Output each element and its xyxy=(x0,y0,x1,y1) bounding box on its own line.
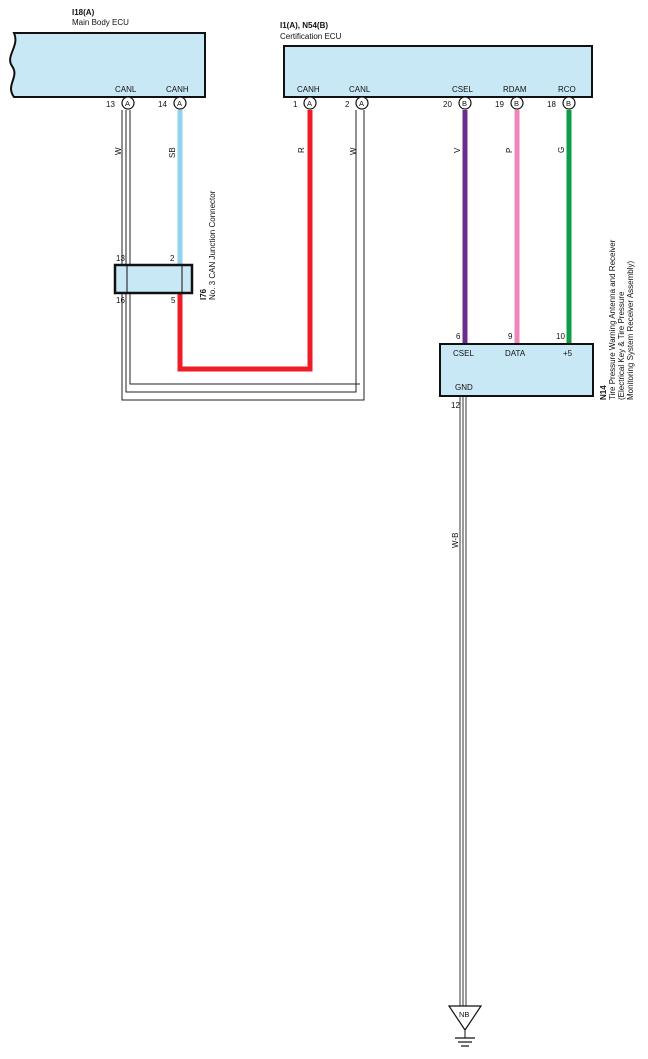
cert-rco-label: RCO xyxy=(558,85,576,94)
ground-triangle-icon xyxy=(447,1005,483,1032)
wire-canl-outer xyxy=(121,110,365,401)
receiver-code: N14 xyxy=(599,385,608,400)
pin-number: 1 xyxy=(293,100,298,109)
wire-label: P xyxy=(505,148,514,153)
pin-number: 2 xyxy=(170,254,175,263)
wire-label: R xyxy=(297,147,306,153)
receiver-csel-label: CSEL xyxy=(453,349,474,358)
receiver-name-line3: Monitoring System Receiver Assembly) xyxy=(626,261,635,400)
main-body-ecu-name: Main Body ECU xyxy=(72,18,129,27)
junction-name: No. 3 CAN Junction Connector xyxy=(208,190,217,300)
receiver-plus5-label: +5 xyxy=(563,349,573,358)
connector-letter: A xyxy=(307,99,312,108)
wire-label: V xyxy=(453,147,462,153)
pin-number: 2 xyxy=(345,100,350,109)
tire-pressure-receiver-box xyxy=(439,343,594,397)
pin-number: 9 xyxy=(508,332,513,341)
connector-pin-circle xyxy=(303,96,317,110)
pin-number: 12 xyxy=(451,401,460,410)
main-body-ecu-code: I18(A) xyxy=(72,8,95,17)
wire-canh-r xyxy=(177,110,313,372)
main-body-ecu-canh-label: CANH xyxy=(166,85,189,94)
connector-pin-circle xyxy=(173,96,187,110)
pin-number: 16 xyxy=(116,296,125,305)
main-body-ecu-box xyxy=(9,32,206,98)
pin-number: 18 xyxy=(547,100,556,109)
wire-label: G xyxy=(557,147,566,153)
receiver-data-label: DATA xyxy=(505,349,526,358)
main-body-ecu-canl-label: CANL xyxy=(115,85,137,94)
cert-ecu-name: Certification ECU xyxy=(280,32,342,41)
wire-canl-loop xyxy=(129,293,360,385)
cert-canh-label: CANH xyxy=(297,85,320,94)
connector-letter: B xyxy=(566,99,571,108)
cert-rdam-label: RDAM xyxy=(503,85,527,94)
junction-code: I76 xyxy=(199,288,208,300)
connector-letter: A xyxy=(359,99,364,108)
certification-ecu-box xyxy=(283,45,593,98)
connector-pin-circle xyxy=(562,96,576,110)
pin-number: 6 xyxy=(456,332,461,341)
pin-number: 5 xyxy=(171,296,176,305)
connector-letter: B xyxy=(514,99,519,108)
wire-label: W xyxy=(114,147,123,155)
pin-number: 10 xyxy=(556,332,565,341)
pin-number: 13 xyxy=(116,254,125,263)
wire-label: W-B xyxy=(451,533,460,548)
ground-label: NB xyxy=(459,1010,469,1019)
wire-canl-inner xyxy=(125,110,357,393)
receiver-name-line1: Tire Pressure Warning Antenna and Receiv… xyxy=(608,239,617,400)
connector-pin-circle xyxy=(121,96,135,110)
can-junction-connector-box xyxy=(113,263,194,295)
pin-number: 19 xyxy=(495,100,504,109)
wire-label: SB xyxy=(168,147,177,158)
connector-pin-circle xyxy=(355,96,369,110)
pin-number: 13 xyxy=(106,100,115,109)
connector-pin-circle xyxy=(458,96,472,110)
connector-letter: B xyxy=(462,99,467,108)
receiver-name-line2: (Electrical Key & Tire Pressure xyxy=(617,291,626,400)
connector-letter: A xyxy=(177,99,182,108)
cert-ecu-code: I1(A), N54(B) xyxy=(280,21,328,30)
cert-csel-label: CSEL xyxy=(452,85,473,94)
wire-label: W xyxy=(349,147,358,155)
cert-canl-label: CANL xyxy=(349,85,371,94)
wire-gnd-wb xyxy=(459,396,467,1006)
connector-letter: A xyxy=(125,99,130,108)
connector-pin-circle xyxy=(510,96,524,110)
receiver-gnd-label: GND xyxy=(455,383,473,392)
pin-number: 14 xyxy=(158,100,167,109)
pin-number: 20 xyxy=(443,100,452,109)
